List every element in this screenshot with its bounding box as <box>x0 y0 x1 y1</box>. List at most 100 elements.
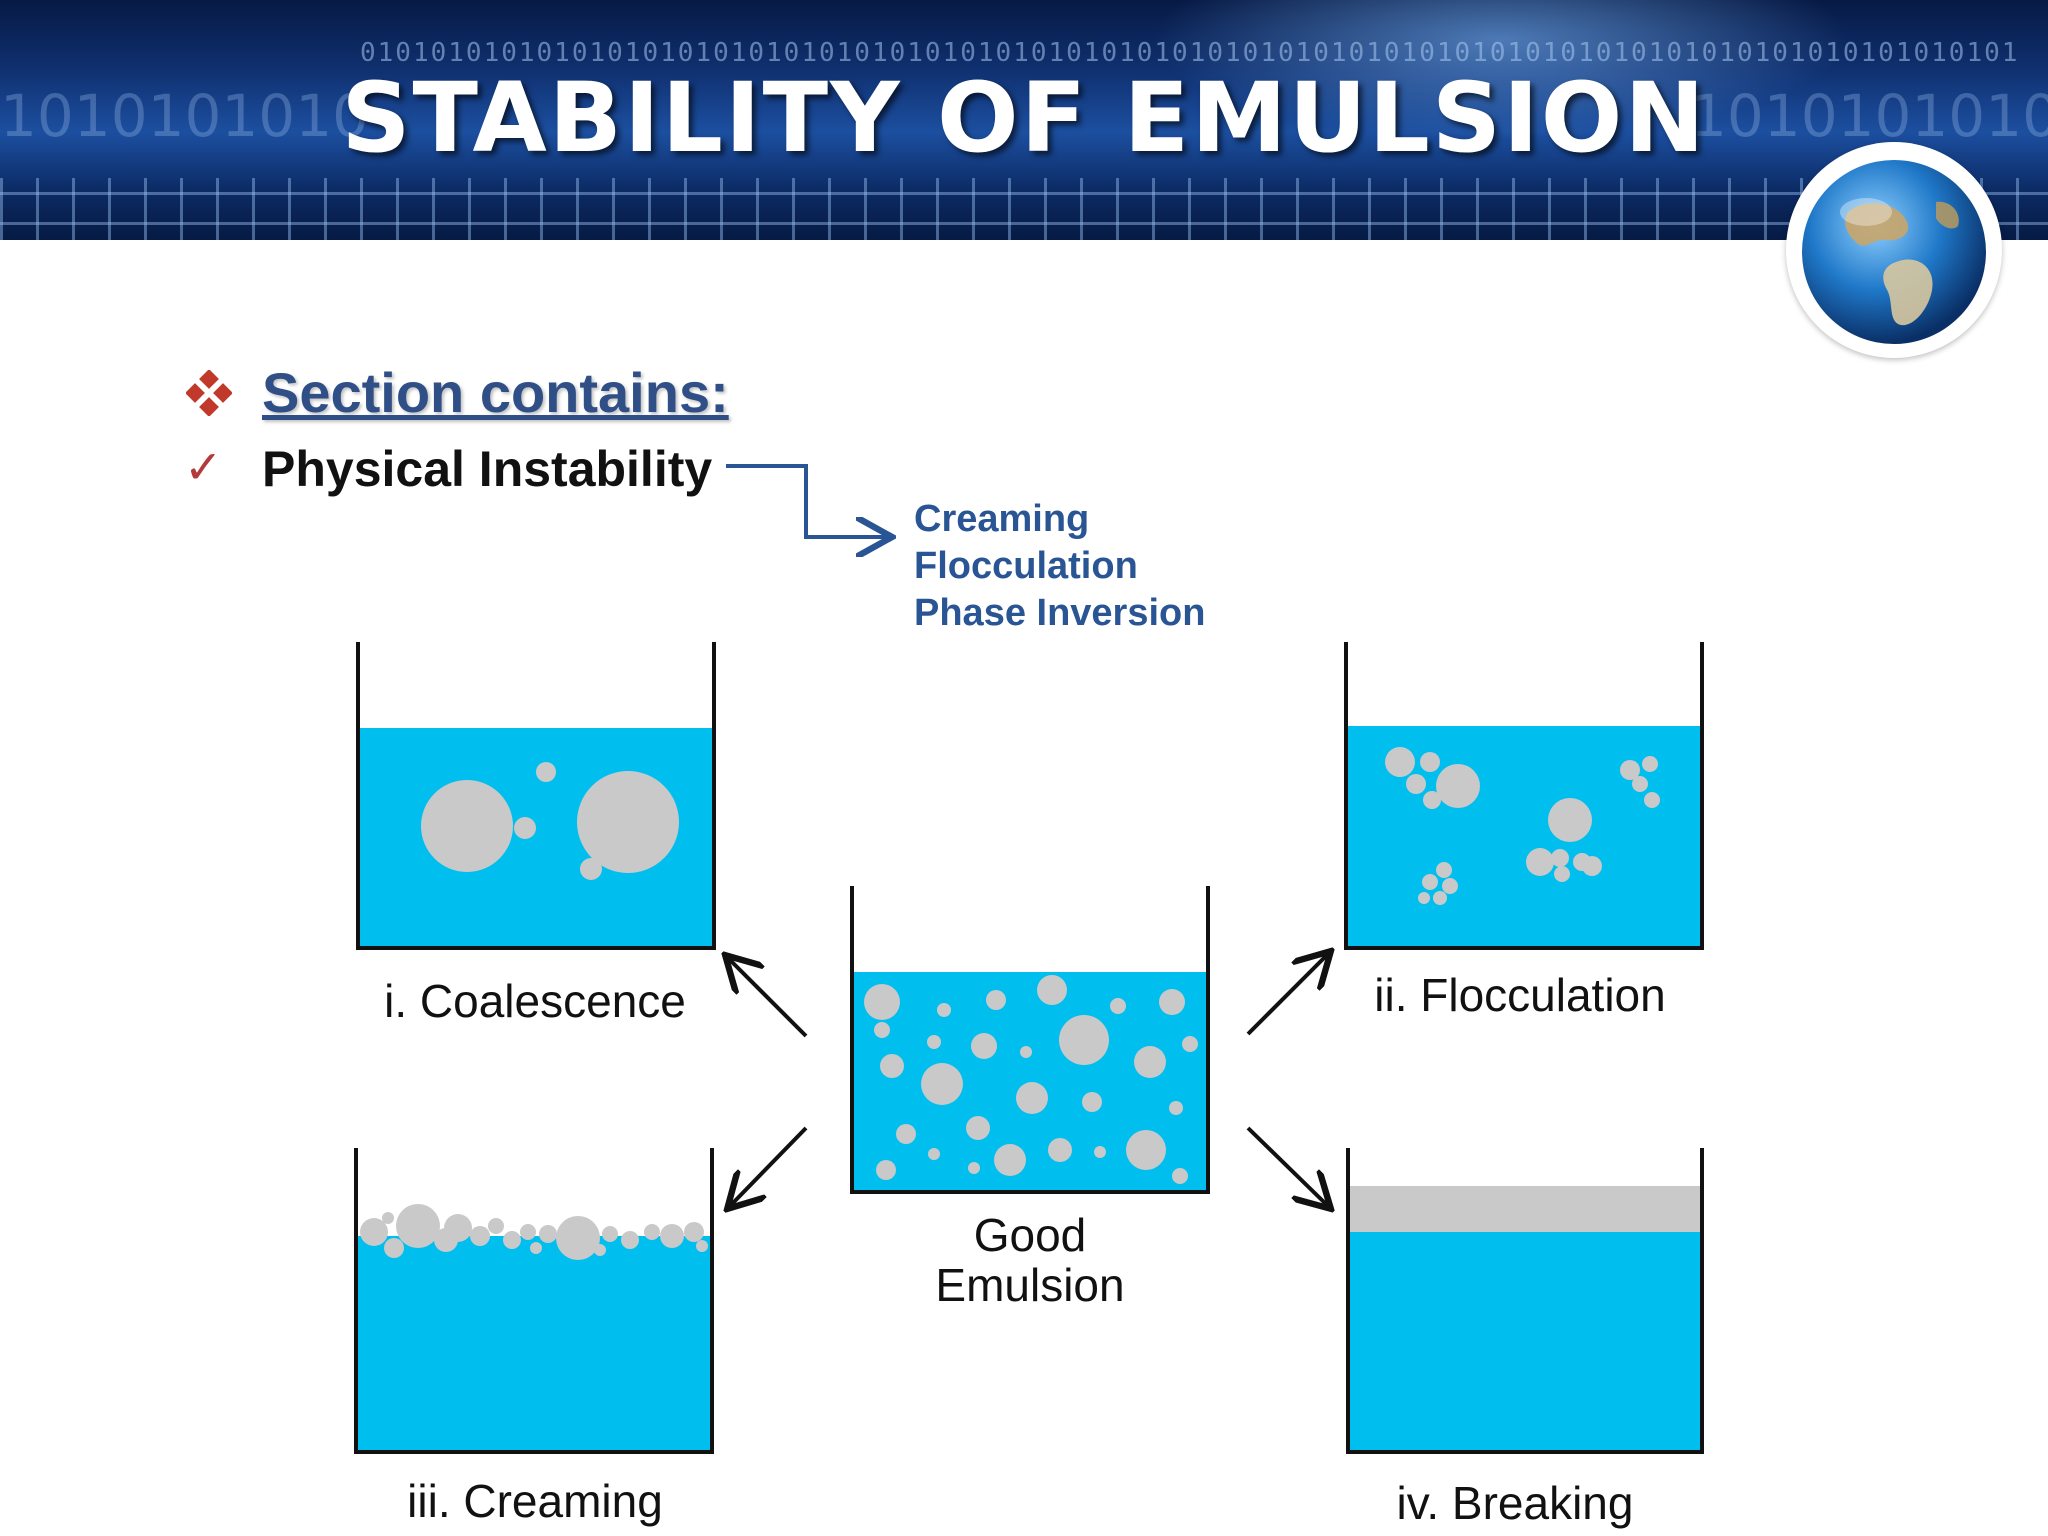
instability-item-creaming: Creaming <box>914 498 1090 540</box>
droplet <box>896 1124 916 1144</box>
caption-good-emulsion-line2: Emulsion <box>935 1259 1125 1311</box>
droplet <box>874 1022 890 1038</box>
droplet <box>580 858 602 880</box>
droplet <box>1436 862 1452 878</box>
caption-coalescence: i. Coalescence <box>384 975 686 1027</box>
droplet <box>1526 848 1554 876</box>
caption-good-emulsion-line1: Good <box>973 1209 1087 1261</box>
droplet <box>1423 791 1441 809</box>
droplet <box>696 1240 708 1252</box>
droplet <box>470 1226 490 1246</box>
droplet <box>1020 1046 1032 1058</box>
connector-arrow <box>726 464 888 537</box>
binary-pattern-top: 0101010101010101010101010101010101010101… <box>360 38 2020 68</box>
droplet <box>880 1054 904 1078</box>
droplet <box>539 1225 557 1243</box>
beaker-coalescence <box>356 642 716 950</box>
droplet <box>1159 989 1185 1015</box>
droplet <box>1126 1130 1166 1170</box>
globe-icon <box>1786 142 2002 358</box>
droplet <box>1385 747 1415 777</box>
droplet <box>1632 776 1648 792</box>
beaker-good-emulsion <box>850 886 1210 1194</box>
binary-pattern-left: 1010101010 <box>0 82 370 150</box>
droplet <box>1551 849 1569 867</box>
droplet <box>621 1231 639 1249</box>
droplet <box>1110 998 1126 1014</box>
circuit-pattern <box>0 178 2048 240</box>
droplet <box>1422 874 1438 890</box>
droplet <box>986 990 1006 1010</box>
beaker-creaming <box>354 1148 714 1454</box>
caption-breaking: iv. Breaking <box>1396 1477 1634 1529</box>
caption-flocculation: ii. Flocculation <box>1374 969 1666 1021</box>
section-heading: Section contains: <box>262 361 729 424</box>
droplet <box>514 817 536 839</box>
binary-pattern-right: 1010101010 <box>1690 82 2048 150</box>
droplet <box>503 1231 521 1249</box>
droplet <box>1582 856 1602 876</box>
droplet <box>488 1218 504 1234</box>
droplet <box>1134 1046 1166 1078</box>
droplet <box>530 1242 542 1254</box>
droplet <box>421 780 513 872</box>
droplet <box>937 1003 951 1017</box>
droplet <box>1182 1036 1198 1052</box>
droplet <box>1436 764 1480 808</box>
droplet <box>382 1212 394 1224</box>
droplet <box>444 1214 472 1242</box>
droplet <box>536 762 556 782</box>
droplet <box>864 984 900 1020</box>
droplet <box>1442 878 1458 894</box>
droplet <box>384 1238 404 1258</box>
caption-good-emulsion: Good Emulsion <box>880 1210 1180 1310</box>
beaker-breaking <box>1346 1148 1704 1454</box>
droplet <box>1172 1168 1188 1184</box>
beaker-flocculation <box>1344 642 1704 950</box>
droplet <box>1048 1138 1072 1162</box>
droplet <box>1037 975 1067 1005</box>
droplet <box>1169 1101 1183 1115</box>
instability-item-flocculation: Flocculation <box>914 545 1138 587</box>
arrow-to-creaming <box>730 1126 808 1206</box>
header-banner: 0101010101010101010101010101010101010101… <box>0 0 2048 240</box>
checkmark-icon: ✓ <box>184 440 223 494</box>
droplet <box>994 1144 1026 1176</box>
droplet <box>602 1226 618 1242</box>
droplet <box>1420 752 1440 772</box>
droplet <box>1094 1146 1106 1158</box>
caption-creaming: iii. Creaming <box>407 1475 663 1527</box>
banner-glow <box>1150 0 1850 140</box>
droplet <box>1620 760 1640 780</box>
droplet <box>396 1204 440 1248</box>
droplet <box>577 771 679 873</box>
arrow-to-breaking <box>1246 1126 1328 1206</box>
droplet <box>921 1063 963 1105</box>
droplet <box>1082 1092 1102 1112</box>
droplet <box>684 1222 704 1242</box>
droplet <box>1016 1082 1048 1114</box>
droplet <box>966 1116 990 1140</box>
arrow-to-coalescence <box>728 958 808 1038</box>
droplet <box>594 1244 606 1256</box>
droplet <box>1418 892 1430 904</box>
droplet <box>927 1035 941 1049</box>
droplet <box>660 1224 684 1248</box>
instability-item-phase-inversion: Phase Inversion <box>914 592 1206 634</box>
droplet <box>876 1160 896 1180</box>
droplet <box>1059 1015 1109 1065</box>
droplet <box>556 1216 600 1260</box>
droplet <box>644 1224 660 1240</box>
droplet <box>1642 756 1658 772</box>
droplet <box>1644 792 1660 808</box>
physical-instability-label: Physical Instability <box>262 441 713 497</box>
droplet <box>360 1218 388 1246</box>
arrow-to-flocculation <box>1246 954 1328 1036</box>
droplet <box>968 1162 980 1174</box>
diamond-bullet-icon <box>186 370 232 416</box>
droplet <box>1554 866 1570 882</box>
slide-title: STABILITY OF EMULSION <box>341 62 1707 174</box>
droplet <box>1433 891 1447 905</box>
droplet <box>971 1033 997 1059</box>
